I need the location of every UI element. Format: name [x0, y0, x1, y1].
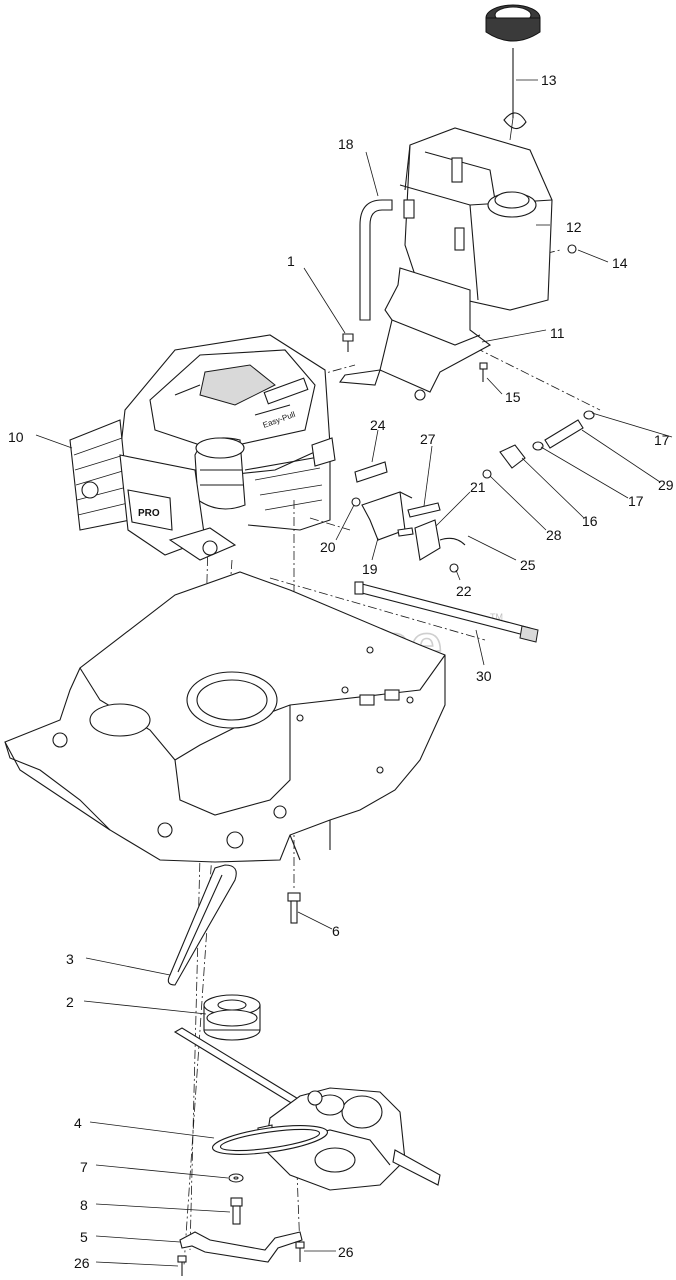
callout-8: 8: [80, 1197, 88, 1213]
fuel-tank: [399, 127, 553, 311]
callout-29: 29: [658, 477, 674, 493]
callout-30: 30: [476, 668, 492, 684]
transaxle: [173, 1027, 441, 1191]
callout-15: 15: [505, 389, 521, 405]
decal: [354, 461, 388, 483]
callout-11: 11: [550, 325, 565, 341]
callout-24: 24: [370, 417, 386, 433]
callout-14: 14: [612, 255, 628, 271]
callout-7: 7: [80, 1159, 88, 1175]
callout-19: 19: [362, 561, 378, 577]
transaxle-bracket: [177, 1231, 305, 1276]
callout-12: 12: [566, 219, 582, 235]
small-hardware: [342, 244, 595, 573]
callout-5: 5: [80, 1229, 88, 1245]
callout-10: 10: [8, 429, 24, 445]
engine-bolt: [287, 892, 301, 924]
callout-21: 21: [470, 479, 486, 495]
throttle-control: [397, 519, 466, 561]
callout-28: 28: [546, 527, 562, 543]
drive-belt: [167, 864, 237, 986]
pro-badge: PRO: [138, 508, 160, 519]
callout-1: 1: [287, 253, 295, 269]
washer-and-bolt: [228, 1173, 244, 1225]
transaxle-belt: [211, 1125, 329, 1155]
throttle-bracket: [361, 491, 413, 541]
callout-25: 25: [520, 557, 536, 573]
callout-26-right: 26: [338, 1244, 354, 1260]
callout-13: 13: [541, 72, 557, 88]
callout-2: 2: [66, 994, 74, 1010]
callout-26-left: 26: [74, 1255, 90, 1271]
callout-4: 4: [74, 1115, 82, 1131]
callout-20: 20: [320, 539, 336, 555]
watermark-trademark: TM: [490, 612, 503, 622]
chassis-frame: [4, 571, 446, 863]
callout-6: 6: [332, 923, 340, 939]
label-plate: [407, 502, 441, 518]
callout-17-upper: 17: [654, 432, 670, 448]
engine: [69, 334, 336, 561]
fuel-hose: [359, 199, 393, 321]
callout-leaders: [35, 79, 673, 1267]
callout-22: 22: [456, 583, 472, 599]
callout-16: 16: [582, 513, 598, 529]
callout-3: 3: [66, 951, 74, 967]
fuel-cap: [485, 4, 541, 141]
callouts: 13 18 12 14 1 11 15 10 24 27 21 20 19 22…: [8, 72, 674, 1271]
fuel-tank-bracket: [338, 267, 492, 401]
engine-pulley: [203, 994, 261, 1041]
callout-17-lower: 17: [628, 493, 644, 509]
callout-18: 18: [338, 136, 354, 152]
control-rod: [354, 581, 539, 643]
callout-27: 27: [420, 431, 436, 447]
